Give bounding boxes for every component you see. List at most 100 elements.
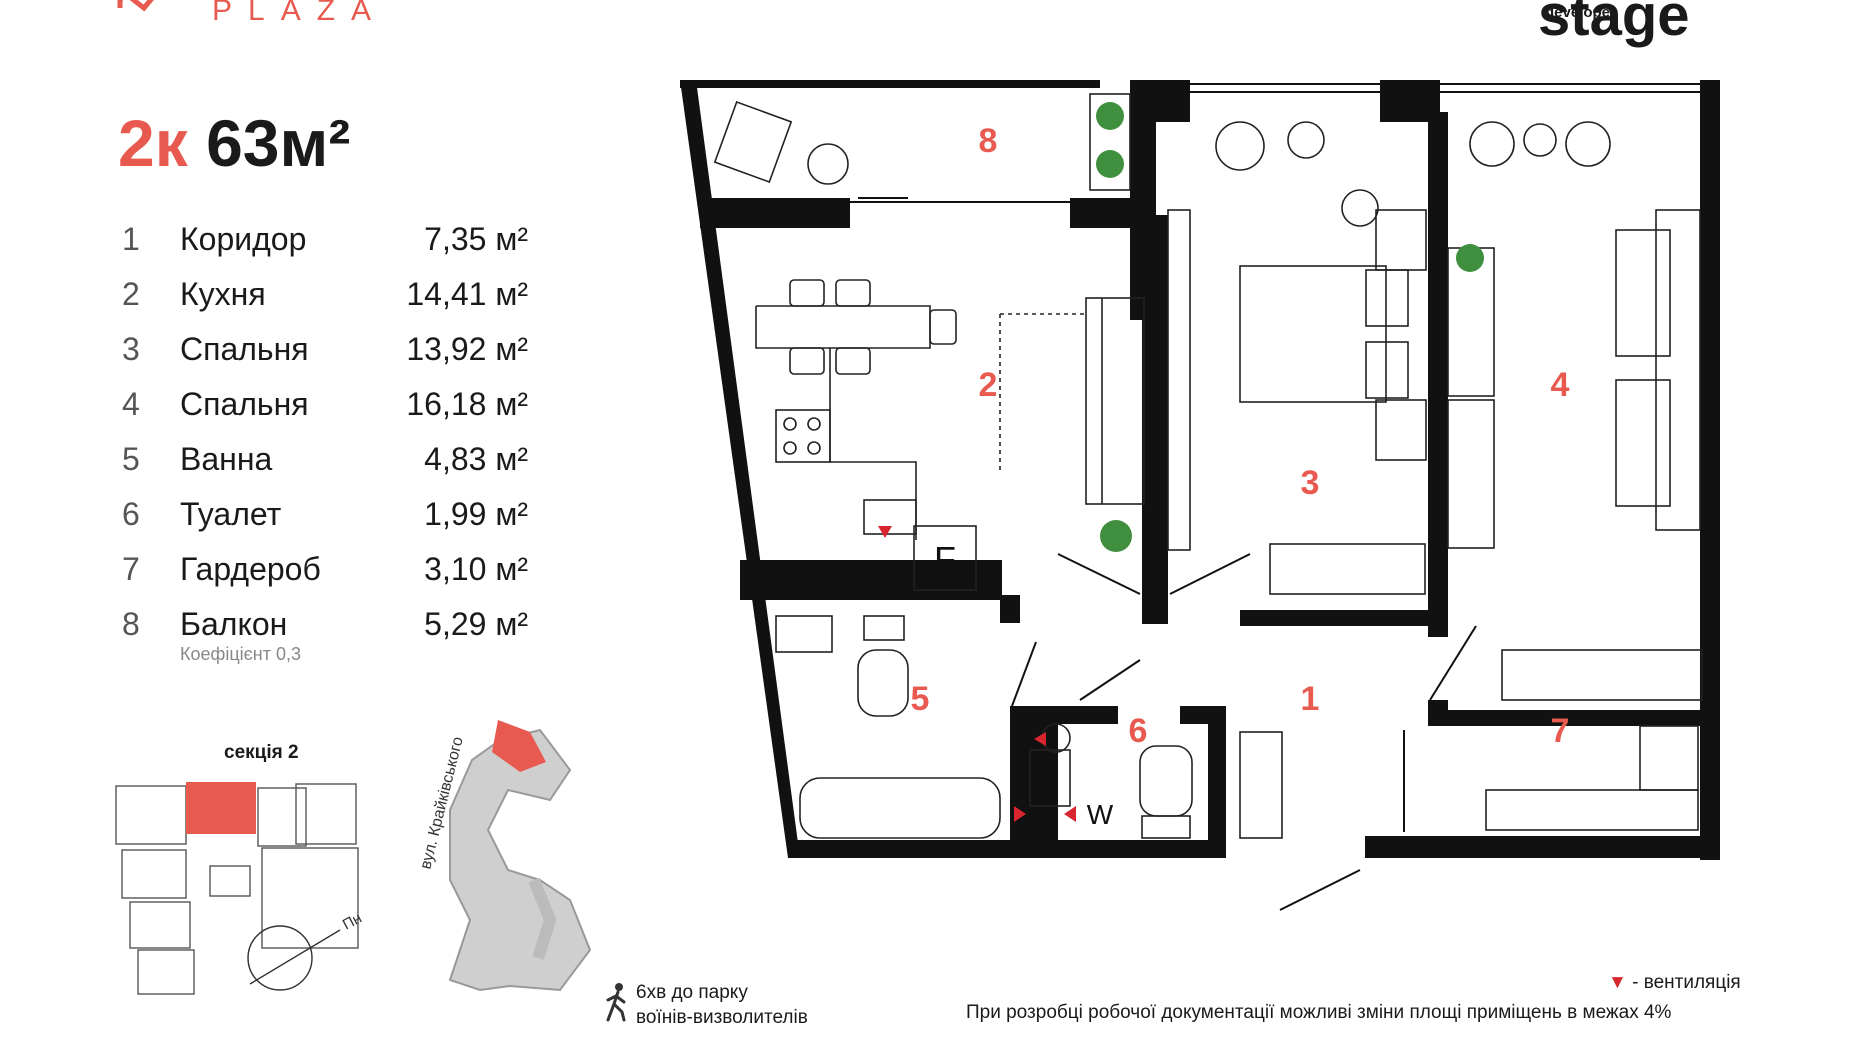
room-name: Гардероб (180, 551, 321, 587)
room-number: 3 (122, 331, 140, 367)
cabinet (1239, 731, 1283, 839)
ventilation-legend: ▼ - вентиляція (1608, 972, 1741, 994)
wall (1428, 700, 1448, 726)
walking-person-icon (606, 983, 626, 1022)
room-label-1: 1 (1301, 680, 1320, 718)
wardrobe (1167, 209, 1191, 551)
wall (1142, 215, 1168, 585)
nightstand (1375, 399, 1427, 461)
wardrobe-rack (1269, 543, 1426, 595)
stool (789, 347, 825, 375)
room-number: 1 (122, 221, 140, 257)
burner (783, 417, 797, 431)
room-number: 4 (122, 386, 140, 422)
compass-icon (247, 925, 313, 991)
north-label: Пн (340, 910, 365, 934)
compass-needle (249, 929, 341, 985)
desk (1447, 399, 1495, 549)
room-number: 7 (122, 551, 140, 587)
current-section (186, 782, 256, 834)
plan-windows (850, 83, 1700, 203)
room-label-7: 7 (1551, 712, 1570, 750)
section-block (257, 787, 307, 847)
stool (835, 347, 871, 375)
section-block (137, 949, 195, 995)
stool (929, 309, 957, 345)
floor-plan: 1 2 3 4 5 6 7 8 F W (680, 80, 1720, 911)
wall (790, 840, 1226, 858)
room-name: Ванна (180, 441, 273, 477)
wall (700, 198, 850, 228)
table (1565, 121, 1611, 167)
toilet (1139, 745, 1193, 817)
plan-furniture (713, 93, 1703, 839)
table (1469, 121, 1515, 167)
wardrobe-rack (1485, 789, 1699, 831)
site-map: вул. Крайківського (417, 720, 592, 992)
wall (1240, 610, 1445, 626)
section-block (295, 783, 357, 845)
toilet-tank (1141, 815, 1191, 839)
wall (1032, 706, 1118, 724)
room-area: 7,35 м² (424, 221, 528, 257)
room-name: Балкон (180, 606, 288, 642)
plan-vents (878, 526, 1076, 822)
table (1523, 123, 1557, 157)
wall (1428, 112, 1448, 637)
nightstand (1375, 209, 1427, 271)
wall (680, 80, 800, 858)
room-label-4: 4 (1551, 366, 1570, 404)
ventilation-legend-text: - вентиляція (1632, 972, 1741, 993)
apartment-title: 2к 63м² (118, 110, 350, 176)
room-name: Туалет (180, 496, 282, 532)
pillow (1365, 269, 1409, 327)
table (807, 143, 849, 185)
wall (1208, 706, 1226, 856)
wall (740, 560, 1002, 600)
wardrobe-rack (1501, 649, 1703, 701)
chair (1341, 189, 1379, 227)
toilet-tank (863, 615, 905, 641)
door (1279, 869, 1361, 911)
room-label-3: 3 (1301, 464, 1320, 502)
section-minimap: Пн (115, 782, 365, 995)
room-area: 16,18 м² (406, 386, 528, 422)
apartment-area: 63м² (206, 106, 351, 180)
brand-name: PLAZA (212, 0, 388, 27)
chair (713, 100, 793, 184)
washer-label: W (1087, 799, 1114, 830)
section-block (121, 849, 187, 899)
plant-icon (1456, 244, 1484, 272)
park-note-line2: воїнів-визволителів (636, 1007, 808, 1028)
room-area: 13,92 м² (406, 331, 528, 367)
bed (1615, 379, 1671, 507)
side-table (1287, 121, 1325, 159)
room-area: 1,99 м² (424, 496, 528, 532)
toilet (857, 649, 909, 717)
apartment-rooms: 2к (118, 106, 188, 180)
stool (789, 279, 825, 307)
ventilation-icon (1034, 732, 1046, 746)
wall (1365, 836, 1720, 858)
bed (1615, 229, 1671, 357)
room-number: 5 (122, 441, 140, 477)
park-note: 6хв до парку воїнів-визволителів (636, 980, 808, 1030)
developer-label: developer (1545, 4, 1616, 21)
wardrobe-rack (1639, 725, 1699, 791)
room-name: Спальня (180, 331, 309, 367)
fridge (913, 525, 977, 591)
ventilation-icon (878, 526, 892, 538)
plant-icon (1096, 102, 1124, 130)
wall (1700, 80, 1720, 860)
room-label-6: 6 (1129, 712, 1148, 750)
room-number: 8 (122, 606, 140, 642)
room-row: 3 Спальня 13,92 м² (122, 322, 542, 377)
ventilation-icon (1064, 806, 1076, 822)
wall (680, 80, 1100, 88)
room-name: Спальня (180, 386, 309, 422)
